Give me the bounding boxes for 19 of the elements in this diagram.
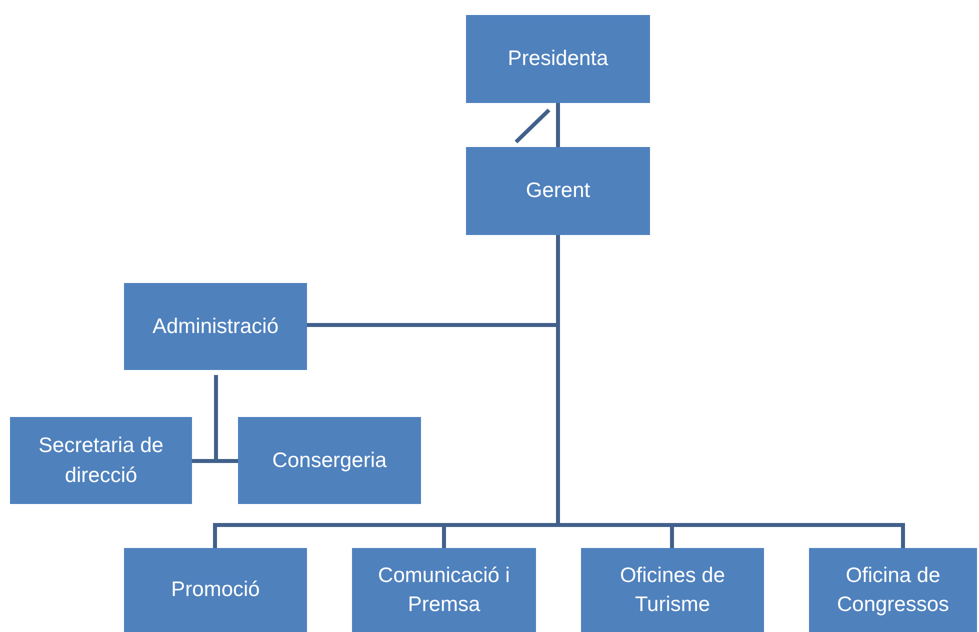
org-box [238,417,421,504]
box-label: Oficines de Turisme [618,562,726,618]
box-label: Gerent [526,178,590,204]
connector-line [514,101,560,149]
org-box [10,417,192,504]
org-box [581,548,764,632]
org-box [466,15,650,103]
box-label: Comunicació i Premsa [377,562,511,618]
box-label: Secretaria de direcció [38,433,164,488]
box-label: Oficina de Congressos [836,562,950,618]
box-label: Consergeria [272,448,387,474]
org-box [466,147,650,235]
box-label: Administració [152,314,279,340]
box-label: Presidenta [508,46,608,72]
box-label: Promoció [171,577,260,604]
org-box [124,283,307,370]
org-box [124,548,307,632]
org-box [352,548,536,632]
org-box [809,548,977,632]
